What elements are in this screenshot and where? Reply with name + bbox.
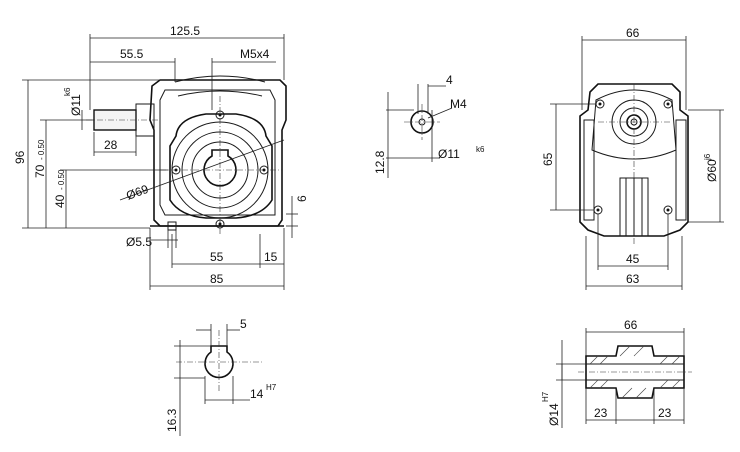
dim-70-tol: - 0.50 <box>37 139 46 160</box>
shaft-end-detail: 4 M4 12.8 Ø11 k6 <box>373 73 485 178</box>
dim-left-23: 23 <box>594 406 608 420</box>
dim-125-5: 125.5 <box>170 24 200 38</box>
dim-6: 6 <box>295 195 309 202</box>
dim-40: 40 <box>53 194 67 208</box>
dim-shaft-dia: Ø11 <box>69 94 83 116</box>
shaft-end-circle <box>410 110 434 134</box>
hollow-shaft-section: 66 Ø14 H7 23 23 <box>541 318 692 428</box>
dim-hollow-66: 66 <box>624 318 638 332</box>
dim-45: 45 <box>626 252 640 266</box>
front-keyway <box>203 149 237 187</box>
dim-flange-tol: j6 <box>703 153 712 161</box>
dim-63: 63 <box>626 272 640 286</box>
dim-55: 55 <box>210 250 224 264</box>
dim-28: 28 <box>104 138 118 152</box>
dim-85: 85 <box>210 272 224 286</box>
dim-bore-69: Ø69 <box>124 182 150 203</box>
front-view: 125.5 55.5 M5x4 96 70 - 0.50 40 - 0.50 Ø… <box>13 24 309 290</box>
dim-40-tol: - 0.50 <box>57 169 66 190</box>
dim-right-23: 23 <box>658 406 672 420</box>
bore-keyway-shape <box>204 345 234 379</box>
dim-key-5: 5 <box>240 317 247 331</box>
dim-shaft-tol: k6 <box>63 87 72 96</box>
dim-m4: M4 <box>450 97 467 111</box>
dim-flange-60: Ø60 <box>705 159 719 182</box>
dim-bore-14: 14 <box>250 387 264 401</box>
dim-55-5: 55.5 <box>120 47 144 61</box>
dim-hollow-14: Ø14 <box>547 403 561 426</box>
dim-16-3: 16.3 <box>165 408 179 432</box>
dim-bore-14-tol: H7 <box>266 383 277 392</box>
dim-m5x4: M5x4 <box>240 47 270 61</box>
dim-shaft-11: Ø11 <box>438 147 460 161</box>
dim-65: 65 <box>541 152 555 166</box>
dim-shaft-11-tol: k6 <box>476 145 485 154</box>
dim-12-8: 12.8 <box>373 150 387 174</box>
dim-15: 15 <box>264 250 278 264</box>
dim-70: 70 <box>33 164 47 178</box>
dim-hollow-tol: H7 <box>541 391 550 402</box>
front-flange <box>169 113 273 219</box>
dim-96: 96 <box>13 150 27 164</box>
bore-detail: 5 16.3 14 H7 <box>165 317 277 436</box>
side-housing <box>579 83 689 237</box>
dim-side-66: 66 <box>626 26 640 40</box>
side-view: 66 65 Ø60 j6 45 63 <box>541 26 724 290</box>
dim-hole-5-5: Ø5.5 <box>126 235 152 249</box>
dim-key-4: 4 <box>446 73 453 87</box>
